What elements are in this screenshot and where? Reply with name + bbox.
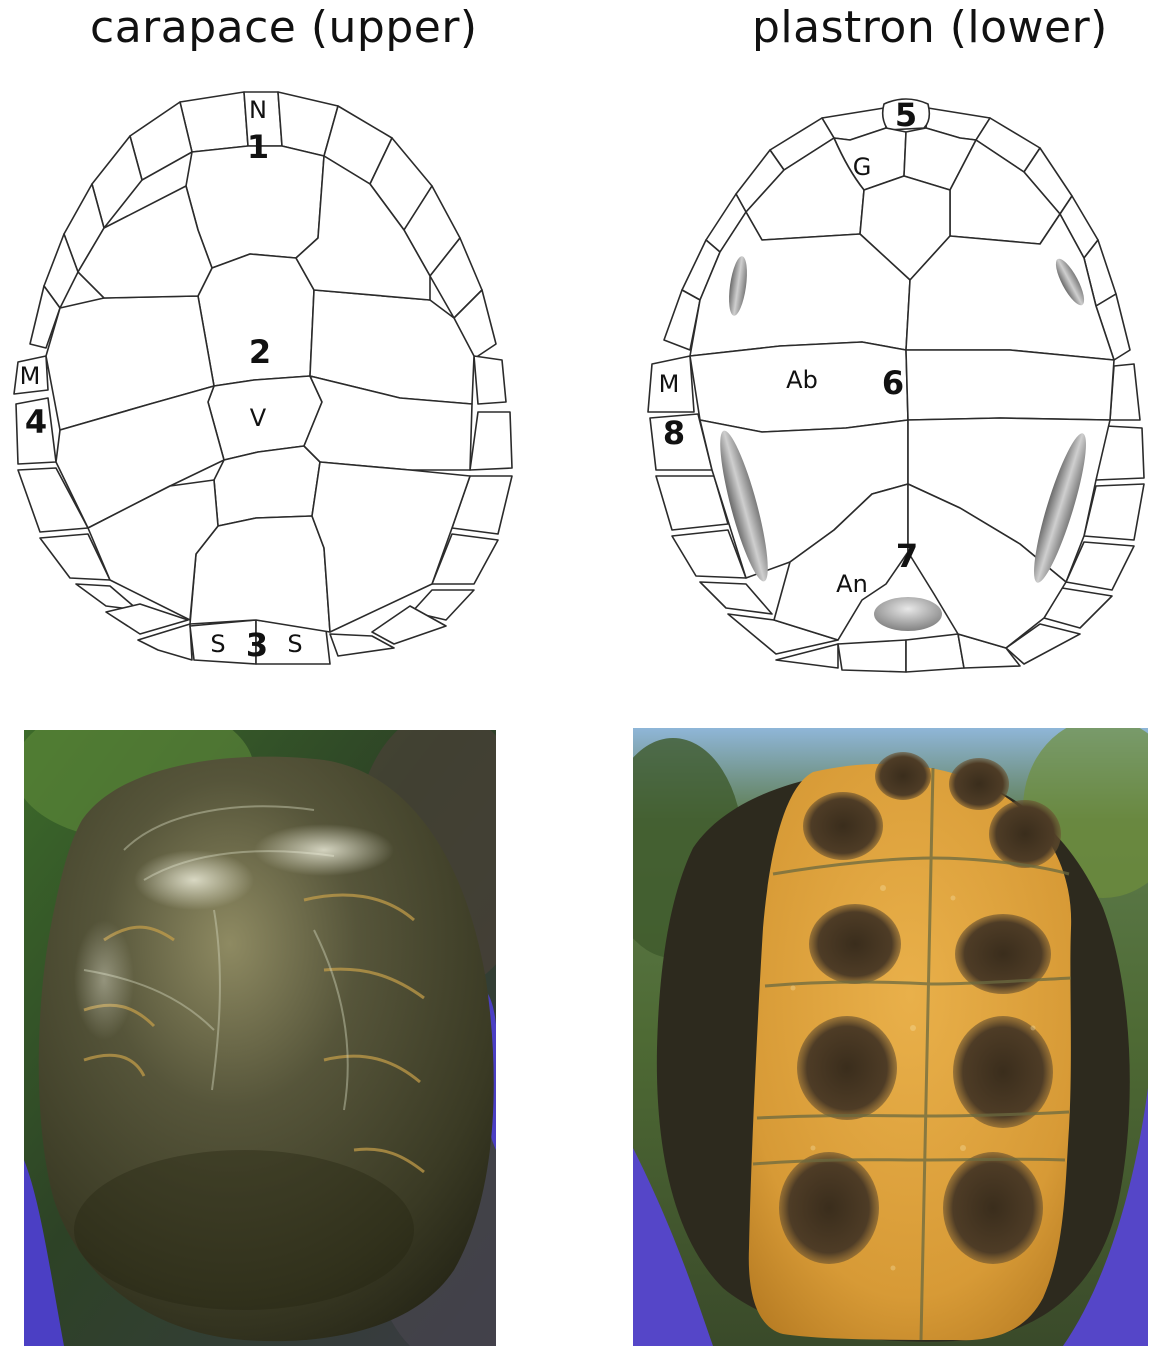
plastron-number-5: 5	[895, 96, 917, 134]
carapace-label-supracaudal-right: S	[287, 630, 302, 658]
carapace-label-vertebral: V	[250, 404, 267, 432]
plastron-label-abdominal: Ab	[786, 366, 818, 394]
plastron-photo	[633, 728, 1148, 1346]
carapace-number-2: 2	[249, 333, 271, 371]
plastron-label-marginal: M	[659, 370, 680, 398]
plastron-number-7: 7	[896, 537, 918, 575]
carapace-label-marginal: M	[20, 362, 41, 390]
plastron-number-8: 8	[663, 414, 685, 452]
carapace-label-supracaudal-left: S	[210, 630, 225, 658]
carapace-diagram: N 1 2 V M 4 S 3 S	[14, 92, 512, 664]
carapace-label-nuchal: N	[249, 96, 267, 124]
carapace-photo	[24, 730, 496, 1346]
plastron-number-6: 6	[882, 364, 904, 402]
carapace-number-4: 4	[25, 403, 47, 441]
scute-diagrams: N 1 2 V M 4 S 3 S	[0, 0, 1156, 700]
plastron-label-anal: An	[836, 570, 868, 598]
plastron-diagram: 5 G Ab 6 M 8 7 An	[648, 96, 1144, 672]
carapace-number-3: 3	[246, 626, 268, 664]
plastron-label-gular: G	[853, 153, 872, 181]
carapace-number-1: 1	[247, 128, 269, 166]
